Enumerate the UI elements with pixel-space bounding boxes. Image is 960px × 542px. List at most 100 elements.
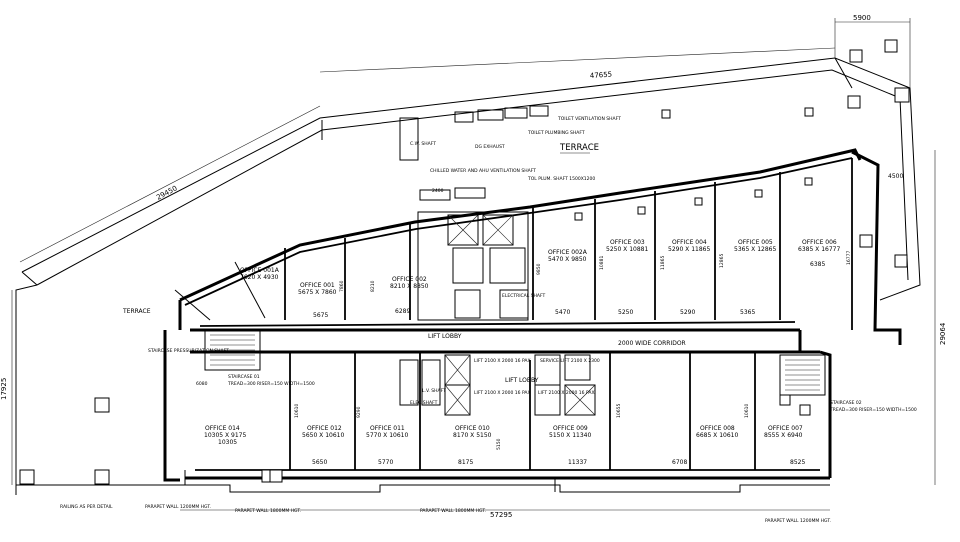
dim-10610: 10610 [294,404,300,418]
dim-11337: 11337 [568,459,587,466]
office-size: 5770 X 10610 [366,432,408,439]
dim-5290: 5290 [680,309,695,316]
office-size: 5250 X 10881 [606,246,648,253]
dim-5650: 5650 [312,459,327,466]
office-name: OFFICE 014 [205,425,240,432]
office-name: OFFICE 007 [768,425,803,432]
building-outline [163,148,902,493]
dg-exhaust-label: DG EXHAUST [475,144,505,150]
dim-8210: 8210 [370,280,376,292]
toilet-shaft-label: TOILET VENTILATION SHAFT [557,116,621,122]
office-name: OFFICE 004 [672,239,707,246]
office-name: OFFICE 001 [300,282,335,289]
dim-top-total: 47655 [590,70,613,80]
dim-5150: 5150 [496,438,502,450]
plumbing-shaft-label: TOILET PLUMBING SHAFT [527,130,585,136]
lift-label-3: LIFT 2100 X 2000 16 PAX [538,390,595,396]
dim-5250: 5250 [618,309,633,316]
terrace-small-label: TERRACE [122,308,151,315]
cw-shaft-label: C.W. SHAFT [410,141,436,147]
dim-6289: 6289 [395,308,410,315]
office-name: OFFICE 005 [738,239,773,246]
terrace-label: TERRACE [559,143,599,153]
office-size: 8170 X 5150 [453,432,492,439]
dim-right: 29064 [939,322,947,345]
lift-lobby-label: LIFT LOBBY [505,377,539,384]
dim-5770: 5770 [378,459,393,466]
office-size: 8555 X 6940 [764,432,803,439]
elec-shaft-2-label: ELEC SHAFT [410,400,438,406]
core [399,211,596,416]
office-name: OFFICE 003 [610,239,645,246]
office-size: 8210 X 8850 [390,283,429,290]
corridor-label: 2000 WIDE CORRIDOR [618,340,686,347]
dim-8525: 8525 [790,459,805,466]
office-name: OFFICE 002A [548,249,588,256]
dim-6708: 6708 [672,459,687,466]
office-name: OFFICE 009 [553,425,588,432]
dim-4500: 4500 [888,173,903,180]
staircase-1-spec: TREAD=300 RISER=150 WIDTH=1500 [227,381,315,387]
office-size: 10305 X 9175 [204,432,246,439]
office-name: OFFICE 011 [370,425,405,432]
dim-7860: 7860 [339,280,345,292]
office-name: OFFICE 001A [240,267,280,274]
office-size: 5675 X 7860 [298,289,337,296]
dim-5365: 5365 [740,309,755,316]
office-size: 7620 X 4930 [240,274,279,281]
parapet-note-4: PARAPET WALL 1200MM HGT. [765,518,831,524]
parapet-note-2: PARAPET WALL 1800MM HGT. [235,508,301,514]
staircases [204,329,826,396]
office-size: 6385 X 16777 [798,246,840,253]
dim-5675: 5675 [313,312,328,319]
dim-10655: 10655 [616,404,622,418]
office-name: OFFICE 006 [802,239,837,246]
dim-5470: 5470 [555,309,570,316]
rooftop-shafts [399,105,549,201]
office-name: OFFICE 012 [307,425,342,432]
dim-16777: 16777 [846,251,852,265]
lower-partitions [289,352,756,470]
dim-6385: 6385 [810,261,825,268]
office-size: 5150 X 11340 [549,432,591,439]
dim-left: 17925 [0,378,8,400]
dim-10610: 10610 [744,404,750,418]
staircase-2-spec: TREAD=300 RISER=150 WIDTH=1500 [829,407,917,413]
dim-2400: 2400 [432,188,444,194]
dim-10881: 10881 [599,256,605,270]
dim-10305: 10305 [218,439,237,446]
office-size: 5365 X 12865 [734,246,776,253]
office-size: 5290 X 11865 [668,246,710,253]
staircase-pressurization-label: STAIRCASE PRESSURIZATION SHAFT [148,348,229,354]
lift-lobby-top-label: LIFT LOBBY [428,333,462,340]
lift-label-2: LIFT 2100 X 2000 16 PAX [474,390,531,396]
top-dimensions [19,18,911,263]
parapet-note-3: PARAPET WALL 1800MM HGT. [420,508,486,514]
dim-9290: 9290 [356,406,362,418]
ahu-shaft-label: CHILLED WATER AND AHU VENTILATION SHAFT [430,168,536,174]
tol-plum-shaft-label: TOL PLUM. SHAFT 1500X1200 [527,176,595,182]
office-size: 5650 X 10610 [302,432,344,439]
dim-12865: 12865 [719,254,725,268]
lift-label-1: LIFT 2100 X 2000 16 PAX [474,358,531,364]
office-name: OFFICE 008 [700,425,735,432]
office-name: OFFICE 002 [392,276,427,283]
dim-bottom: 57295 [490,511,512,519]
columns [19,39,910,485]
dim-9850: 9850 [536,263,542,275]
staircase-1-label: STAIRCASE 01 [228,374,260,380]
terrace-boundary [15,57,921,495]
upper-partitions [174,158,853,330]
dim-6080: 6080 [196,381,208,387]
dim-11865: 11865 [660,256,666,270]
elec-shaft-label: ELECTRICAL SHAFT [502,293,546,299]
office-size: 5470 X 9850 [548,256,587,263]
service-lift-label: SERVICE LIFT 2100 X 2300 [540,358,600,364]
parapet-note-1: PARAPET WALL 1200MM HGT. [145,504,211,510]
dim-8175: 8175 [458,459,473,466]
office-name: OFFICE 010 [455,425,490,432]
office-size: 6685 X 10610 [696,432,738,439]
lv-shaft-label: L.V. SHAFT [422,388,446,394]
dim-diagonal: 29450 [155,184,178,202]
